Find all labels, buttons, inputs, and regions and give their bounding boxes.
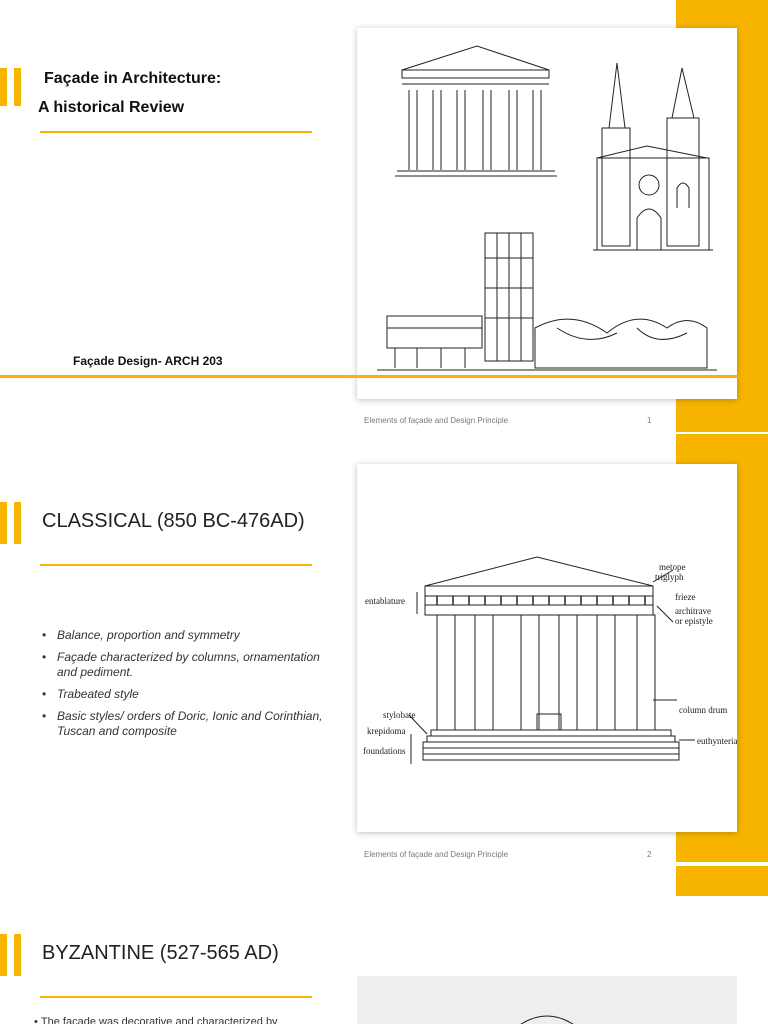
- slide-footer: Elements of façade and Design Principle: [364, 850, 509, 859]
- slide-number: 1: [647, 416, 652, 425]
- slide-accent-band: [676, 866, 768, 896]
- title-accent-bar: [14, 502, 21, 544]
- slide-title: A historical Review: [38, 99, 185, 116]
- diagram-label: krepidoma: [367, 726, 406, 736]
- title-accent-bar: [0, 68, 7, 106]
- title-underline: [40, 564, 312, 566]
- bullet-item: Basic styles/ orders of Doric, Ionic and…: [42, 709, 332, 739]
- title-accent-bar: [14, 68, 21, 106]
- diagram-label: metope: [659, 562, 686, 572]
- title-accent-bar: [0, 934, 7, 976]
- diagram-label: entablature: [365, 596, 405, 606]
- slide-number: 2: [647, 850, 652, 859]
- architecture-sketch-image: [357, 28, 737, 399]
- diagram-label: triglyph: [655, 572, 684, 582]
- bullet-item: Trabeated style: [42, 687, 332, 702]
- diagram-label: stylobate: [383, 710, 416, 720]
- title-accent-bar: [0, 502, 7, 544]
- slide-3: BYZANTINE (527-565 AD) • The façade was …: [0, 866, 768, 1024]
- diagram-label: frieze: [675, 592, 695, 602]
- slide-footer: Elements of façade and Design Principle: [364, 416, 509, 425]
- diagram-label: or epistyle: [675, 616, 713, 626]
- slide-subtitle: Façade Design- ARCH 203: [73, 354, 223, 368]
- diagram-label: architrave: [675, 606, 711, 616]
- bullet-item: Façade characterized by columns, ornamen…: [42, 650, 332, 680]
- classical-temple-diagram: metope triglyph frieze architrave or epi…: [357, 464, 737, 832]
- title-underline: [40, 996, 312, 998]
- slide-divider-line: [0, 375, 738, 378]
- bullet-marker: •: [34, 1016, 41, 1024]
- slide-title: BYZANTINE (527-565 AD): [42, 942, 279, 964]
- dome-sketch: [520, 1015, 574, 1024]
- diagram-label: foundations: [363, 746, 406, 756]
- bullet-text: The façade was decorative and characteri…: [40, 1016, 278, 1024]
- architecture-sketch: [377, 45, 717, 371]
- title-accent-bar: [14, 934, 21, 976]
- slide-2: CLASSICAL (850 BC-476AD) Balance, propor…: [0, 434, 768, 864]
- diagram-label: column drum: [679, 705, 727, 715]
- byzantine-image: [357, 896, 737, 1024]
- bullet-item-partial: • The façade was decorative and characte…: [34, 1016, 278, 1024]
- slide-1: Façade in Architecture: A historical Rev…: [0, 0, 768, 432]
- bullet-list: Balance, proportion and symmetry Façade …: [42, 628, 332, 746]
- title-underline: [40, 131, 312, 133]
- diagram-label: euthynteria: [697, 736, 737, 746]
- bullet-item: Balance, proportion and symmetry: [42, 628, 332, 643]
- temple-elevation-diagram: metope triglyph frieze architrave or epi…: [363, 556, 737, 764]
- slide-title: Façade in Architecture:: [44, 70, 222, 87]
- slide-title: CLASSICAL (850 BC-476AD): [42, 510, 305, 532]
